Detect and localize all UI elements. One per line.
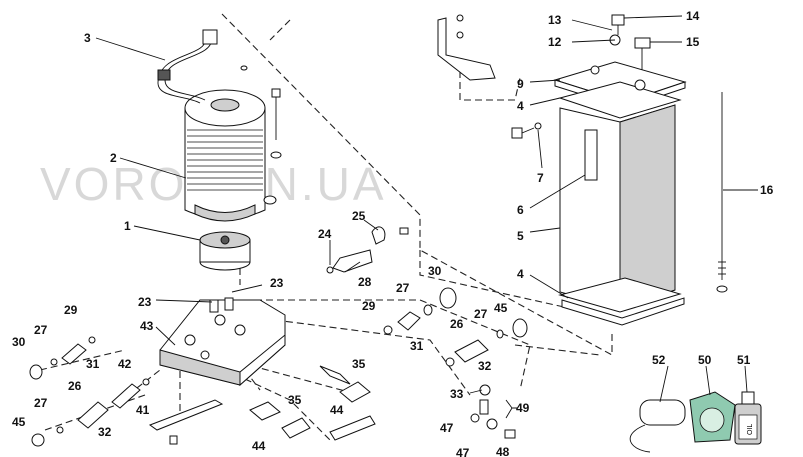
oil-bag <box>689 391 736 443</box>
callout-23-left: 23 <box>138 295 152 309</box>
callout-12: 12 <box>548 35 562 49</box>
callout-4-bottom: 4 <box>517 267 524 281</box>
callout-15: 15 <box>686 35 700 49</box>
oil-tank <box>511 14 687 326</box>
callout-32-a: 32 <box>478 359 492 373</box>
oil-bottle-label: OIL <box>747 424 754 435</box>
hydraulic-pump <box>199 231 251 271</box>
callout-31-b: 31 <box>86 357 100 371</box>
callout-26-right: 26 <box>450 317 464 331</box>
callout-26-left: 26 <box>68 379 82 393</box>
capacitor <box>629 399 686 453</box>
callout-14: 14 <box>686 9 700 23</box>
callout-44-a: 44 <box>330 403 344 417</box>
callout-47-a: 47 <box>440 421 454 435</box>
callout-35-b: 35 <box>288 393 302 407</box>
callout-48: 48 <box>496 445 510 457</box>
electric-motor <box>157 29 282 222</box>
callout-2: 2 <box>110 151 117 165</box>
callout-25: 25 <box>352 209 366 223</box>
callout-23-right: 23 <box>270 276 284 290</box>
callout-51: 51 <box>737 353 751 367</box>
callout-41: 41 <box>136 403 150 417</box>
fittings <box>29 226 528 447</box>
callout-4-top: 4 <box>517 99 524 113</box>
callout-24: 24 <box>318 227 332 241</box>
callout-50: 50 <box>698 353 712 367</box>
callout-49: 49 <box>516 401 530 415</box>
callout-29-a: 29 <box>362 299 376 313</box>
callout-31-a: 31 <box>410 339 424 353</box>
tie-rod <box>716 92 728 293</box>
callout-43: 43 <box>140 319 154 333</box>
oil-bottle: OIL <box>734 391 762 445</box>
callout-7: 7 <box>537 171 544 185</box>
callout-33: 33 <box>450 387 464 401</box>
callout-35-a: 35 <box>352 357 366 371</box>
callout-28: 28 <box>358 275 372 289</box>
callout-47-b: 47 <box>456 446 470 457</box>
callout-labels: 1 2 3 4 4 5 6 7 9 12 13 14 15 16 23 23 2… <box>12 9 774 457</box>
callout-45-b: 45 <box>12 415 26 429</box>
callout-44-b: 44 <box>252 439 266 453</box>
callout-42: 42 <box>118 357 132 371</box>
callout-27-c: 27 <box>34 323 48 337</box>
callout-3: 3 <box>84 31 91 45</box>
callout-1: 1 <box>124 219 131 233</box>
callout-29-b: 29 <box>64 303 78 317</box>
callout-5: 5 <box>517 229 524 243</box>
callout-45-a: 45 <box>494 301 508 315</box>
callout-27-a: 27 <box>396 281 410 295</box>
callout-9: 9 <box>517 77 524 91</box>
callout-16: 16 <box>760 183 774 197</box>
callout-6: 6 <box>517 203 524 217</box>
callout-32-b: 32 <box>98 425 112 439</box>
leader-lines <box>95 15 758 419</box>
callout-27-d: 27 <box>34 396 48 410</box>
mounting-bracket <box>437 14 496 81</box>
valve-block <box>159 297 286 387</box>
callout-30-a: 30 <box>428 264 442 278</box>
callout-52: 52 <box>652 353 666 367</box>
callout-27-b: 27 <box>474 307 488 321</box>
callout-13: 13 <box>548 13 562 27</box>
callout-30-b: 30 <box>12 335 26 349</box>
